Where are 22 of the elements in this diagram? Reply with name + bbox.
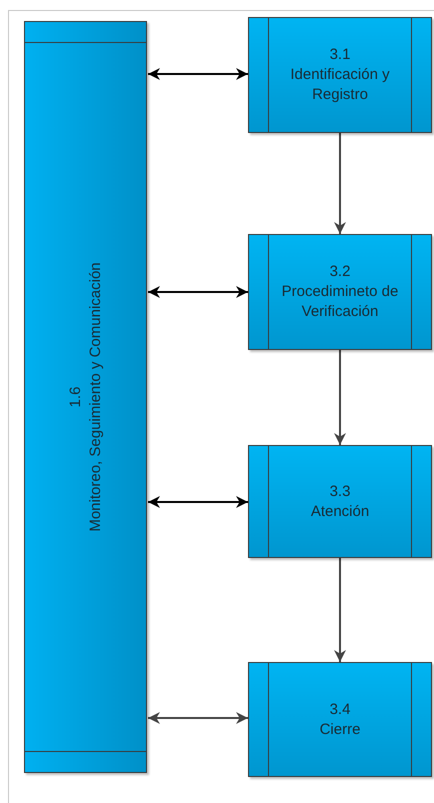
step-number: 3.3 xyxy=(330,482,350,502)
arrow xyxy=(148,496,248,508)
process-box xyxy=(248,234,432,350)
step-label: Monitoreo, Seguimiento y Comunicación xyxy=(86,262,104,532)
arrow xyxy=(334,350,346,445)
step-label: Identificación y Registro xyxy=(289,65,391,105)
arrow xyxy=(148,68,248,80)
arrow xyxy=(334,558,346,662)
arrow xyxy=(148,712,248,724)
step-label: Cierre xyxy=(320,720,360,740)
process-box xyxy=(248,445,432,558)
process-box xyxy=(248,17,432,133)
step-number: 3.1 xyxy=(330,45,350,65)
step-number: 3.4 xyxy=(330,700,350,720)
step-number: 1.6 xyxy=(66,386,84,408)
process-box xyxy=(248,662,432,777)
arrow xyxy=(334,133,346,234)
arrow xyxy=(148,286,248,298)
step-label: Atención xyxy=(310,502,370,522)
process-bar xyxy=(24,21,147,773)
step-label: Procedimineto de Verificación xyxy=(280,282,400,322)
step-number: 3.2 xyxy=(330,262,350,282)
